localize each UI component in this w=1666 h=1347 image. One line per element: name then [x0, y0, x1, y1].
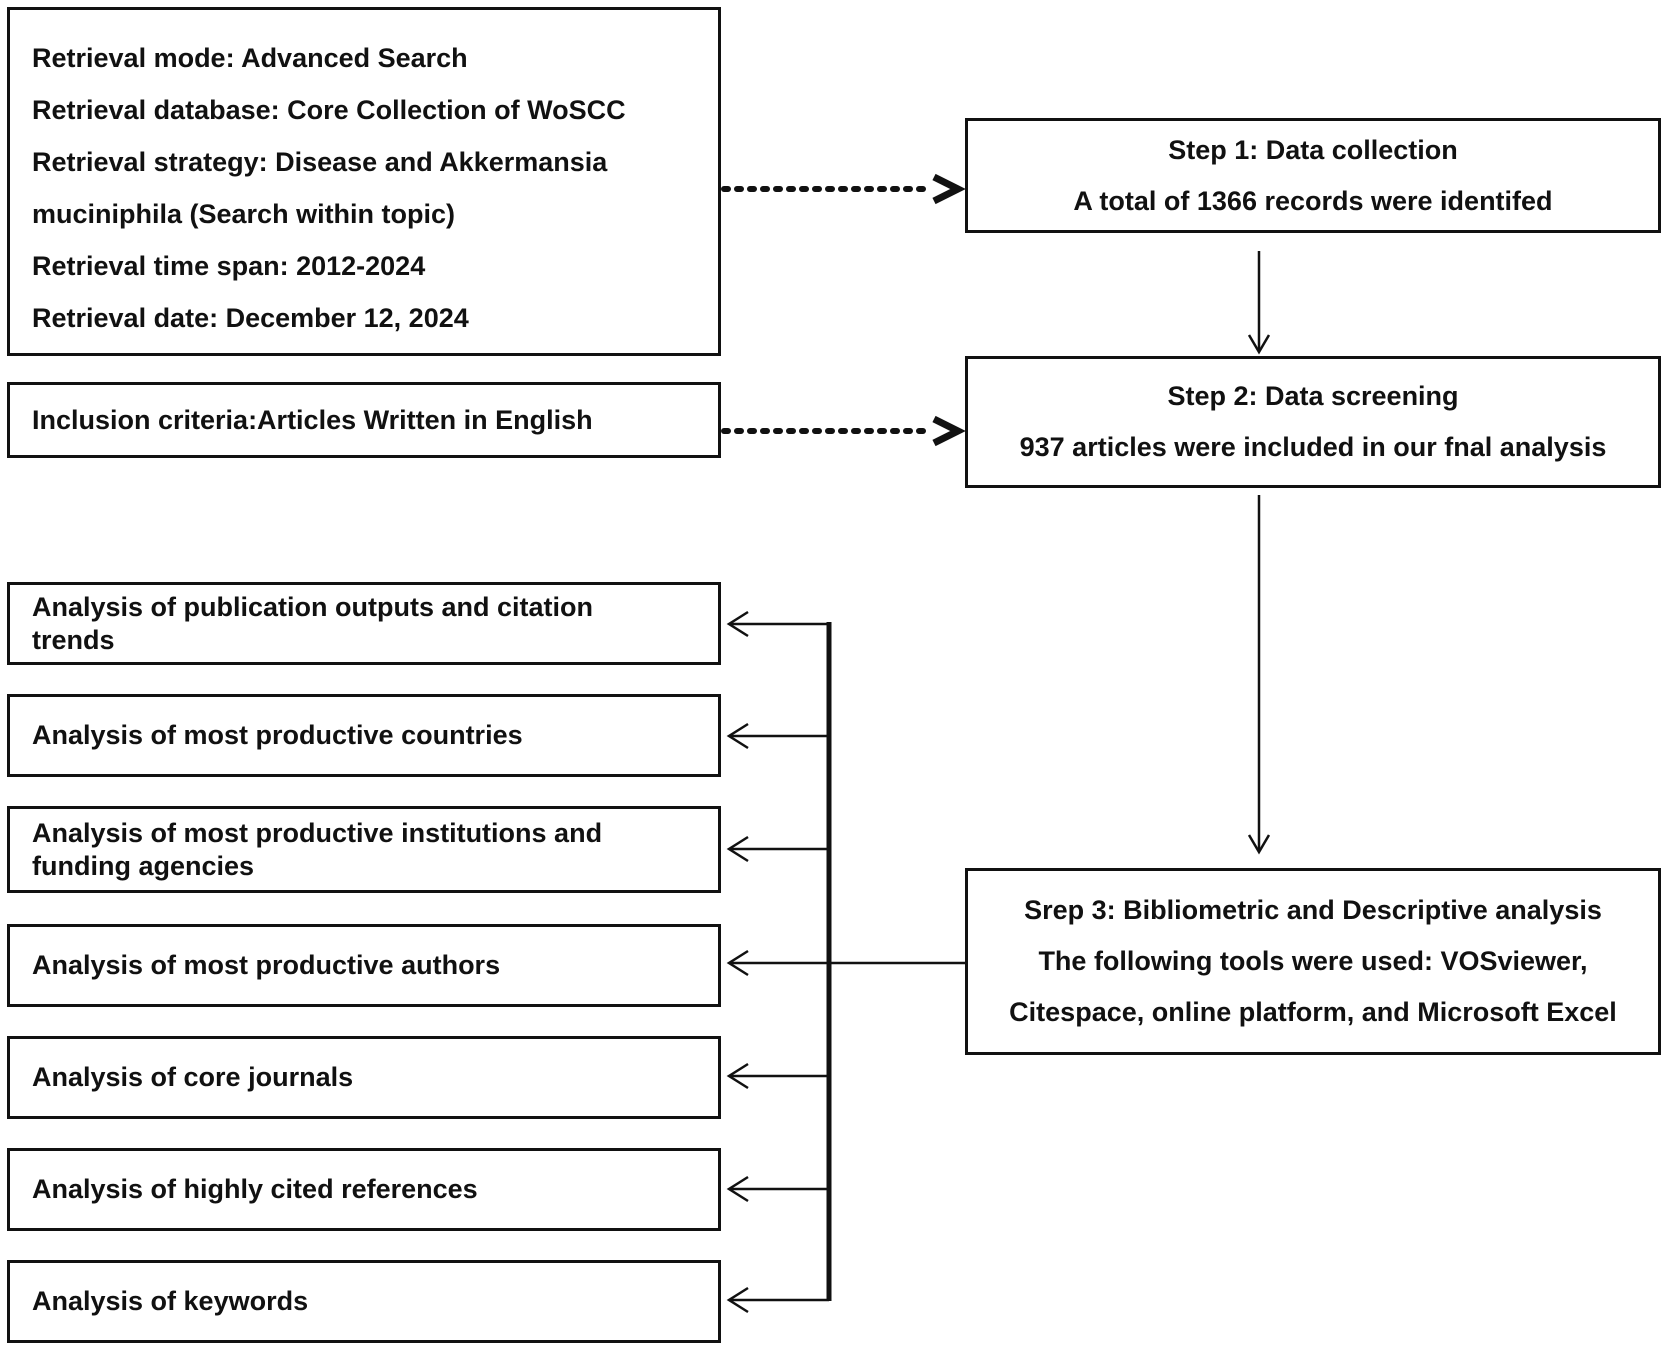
analysis-box-authors: Analysis of most productive authors	[7, 924, 721, 1007]
retrieval-info-box: Retrieval mode: Advanced Search Retrieva…	[7, 7, 721, 356]
retrieval-database: Retrieval database: Core Collection of W…	[32, 94, 626, 125]
step2-title: Step 2: Data screening	[1167, 381, 1459, 412]
step3-box: Srep 3: Bibliometric and Descriptive ana…	[965, 868, 1661, 1055]
arrowhead-step1-step2	[1247, 334, 1271, 355]
analysis-label: Analysis of keywords	[32, 1286, 309, 1317]
dotted-arrowhead-2	[932, 415, 966, 447]
analysis-label: Analysis of core journals	[32, 1062, 354, 1093]
analysis-box-keywords: Analysis of keywords	[7, 1260, 721, 1343]
step2-detail: 937 articles were included in our fnal a…	[1019, 432, 1607, 463]
step3-detail-2: Citespace, online platform, and Microsof…	[1009, 997, 1617, 1028]
analysis-label: Analysis of most productive countries	[32, 720, 523, 751]
retrieval-time-span: Retrieval time span: 2012-2024	[32, 250, 426, 281]
analysis-label-cont: trends	[32, 624, 115, 655]
step1-detail: A total of 1366 records were identifed	[1073, 185, 1553, 216]
retrieval-mode: Retrieval mode: Advanced Search	[32, 42, 468, 73]
retrieval-date: Retrieval date: December 12, 2024	[32, 302, 469, 333]
step1-box: Step 1: Data collection A total of 1366 …	[965, 118, 1661, 233]
analysis-label: Analysis of most productive institutions…	[32, 818, 603, 849]
analysis-box-institutions: Analysis of most productive institutions…	[7, 806, 721, 893]
analysis-box-publication: Analysis of publication outputs and cita…	[7, 582, 721, 665]
step2-box: Step 2: Data screening 937 articles were…	[965, 356, 1661, 488]
analysis-label-cont: funding agencies	[32, 850, 255, 881]
arrowhead-step2-step3	[1247, 834, 1271, 855]
branch-arrows	[726, 610, 829, 1314]
retrieval-strategy-cont: muciniphila (Search within topic)	[32, 198, 456, 229]
analysis-label: Analysis of highly cited references	[32, 1174, 478, 1205]
step3-title: Srep 3: Bibliometric and Descriptive ana…	[1024, 895, 1602, 926]
analysis-box-references: Analysis of highly cited references	[7, 1148, 721, 1231]
retrieval-strategy: Retrieval strategy: Disease and Akkerman…	[32, 146, 608, 177]
step3-detail-1: The following tools were used: VOSviewer…	[1038, 946, 1588, 977]
analysis-label: Analysis of publication outputs and cita…	[32, 592, 594, 623]
step1-title: Step 1: Data collection	[1168, 134, 1458, 165]
inclusion-criteria-box: Inclusion criteria:Articles Written in E…	[7, 382, 721, 458]
inclusion-criteria-text: Inclusion criteria:Articles Written in E…	[32, 404, 593, 435]
analysis-box-journals: Analysis of core journals	[7, 1036, 721, 1119]
dotted-arrowhead-1	[932, 173, 966, 205]
analysis-box-countries: Analysis of most productive countries	[7, 694, 721, 777]
analysis-label: Analysis of most productive authors	[32, 950, 501, 981]
